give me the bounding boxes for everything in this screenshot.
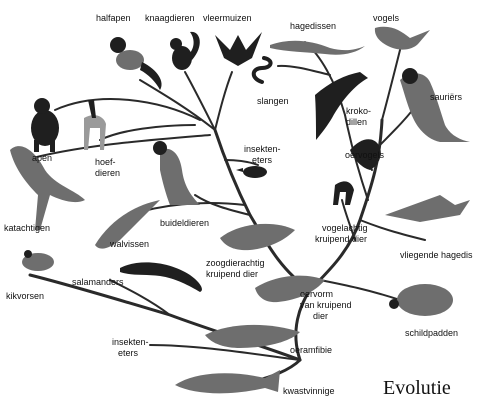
label-walvissen: walvissen — [109, 239, 149, 249]
label-katachtigen: katachtigen — [4, 223, 50, 233]
kwastvinnige-illustration — [175, 370, 280, 393]
vliegende-hagedis-illustration — [385, 195, 470, 222]
label-insekteneters-top-1: insekten- — [244, 144, 281, 154]
apen-illustration — [31, 98, 59, 152]
sauriers-illustration — [400, 68, 470, 142]
halfapen-illustration — [110, 37, 162, 90]
slangen-illustration — [254, 58, 271, 82]
vogels-branch — [382, 50, 400, 120]
label-vleermuizen: vleermuizen — [203, 13, 252, 23]
label-slangen: slangen — [257, 96, 289, 106]
vleermuizen-illustration — [215, 32, 262, 66]
label-sauriers: sauriërs — [430, 92, 463, 102]
label-vogelachtig-2: kruipend dier — [315, 234, 367, 244]
label-insekteneters-bottom-1: insekten- — [112, 337, 149, 347]
label-oervorm-2: van kruipend — [300, 300, 352, 310]
label-oervorm-1: oervorm — [300, 289, 333, 299]
knaagdieren-branch — [185, 72, 215, 130]
label-hoefdieren-1: hoef- — [95, 157, 116, 167]
apen-branch — [55, 99, 200, 120]
label-vogels: vogels — [373, 13, 400, 23]
halfapen-branch — [140, 80, 215, 130]
vogels-illustration — [375, 27, 430, 50]
slangen-branch — [278, 66, 330, 75]
label-hoefdieren-2: dieren — [95, 168, 120, 178]
label-hagedissen: hagedissen — [290, 21, 336, 31]
label-salamanders: salamanders — [72, 277, 124, 287]
kikvorsen-illustration — [22, 250, 54, 271]
buideldieren-illustration — [153, 141, 200, 205]
insekteneters-top-illustration — [236, 166, 267, 178]
oeramfibie-illustration — [205, 325, 300, 348]
hoefdieren-illustration — [84, 100, 106, 150]
label-kwastvinnige: kwastvinnige — [283, 386, 335, 396]
label-krokodillen-1: kroko- — [346, 106, 371, 116]
vliegende-hagedis-branch — [360, 220, 425, 240]
label-apen: apen — [32, 153, 52, 163]
label-zoogdierachtig-1: zoogdierachtig — [206, 258, 265, 268]
label-buideldieren: buideldieren — [160, 218, 209, 228]
label-oervorm-3: dier — [313, 311, 328, 321]
label-krokodillen-2: dillen — [346, 117, 367, 127]
label-halfapen: halfapen — [96, 13, 131, 23]
animal-illustrations — [10, 27, 470, 394]
salamanders-illustration — [120, 262, 202, 292]
vogelachtig-illustration — [333, 181, 354, 205]
label-knaagdieren: knaagdieren — [145, 13, 195, 23]
knaagdieren-illustration — [170, 32, 200, 70]
label-oervogels: oervogels — [345, 150, 385, 160]
label-insekteneters-top-2: eters — [252, 155, 273, 165]
label-insekteneters-bottom-2: eters — [118, 348, 139, 358]
label-vliegende-hagedis: vliegende hagedis — [400, 250, 473, 260]
label-schildpadden: schildpadden — [405, 328, 458, 338]
zoogdierachtig-illustration — [220, 224, 295, 250]
label-vogelachtig-1: vogelachtig — [322, 223, 368, 233]
schildpadden-illustration — [389, 284, 453, 316]
label-kikvorsen: kikvorsen — [6, 291, 44, 301]
label-zoogdierachtig-2: kruipend dier — [206, 269, 258, 279]
label-oeramfibie: oeramfibie — [290, 345, 332, 355]
vleermuizen-branch — [215, 72, 232, 130]
hagedissen-illustration — [270, 41, 365, 55]
diagram-title: Evolutie — [383, 377, 451, 399]
